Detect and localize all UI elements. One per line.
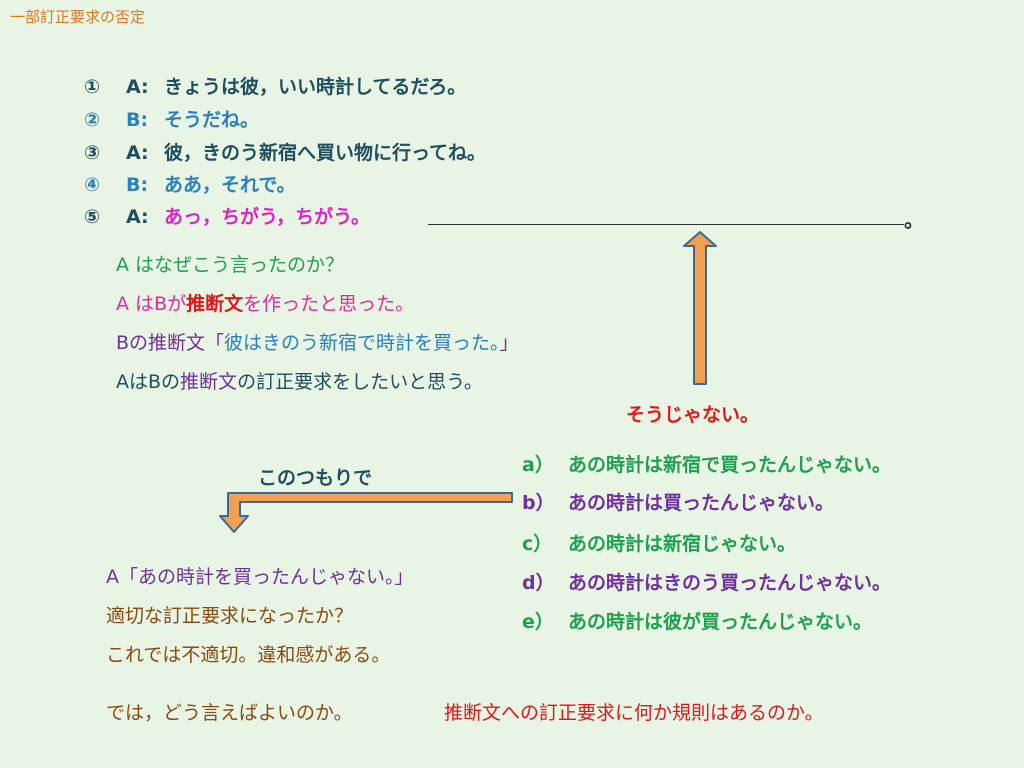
option-label: d） (522, 572, 555, 594)
line-number: ⑤ (84, 206, 101, 228)
quoted-sentence: 彼はきのう新宿で時計を買った。 (224, 332, 500, 354)
line-text: ああ，それで。 (164, 174, 296, 196)
explanation-line-4: AはBの推断文の訂正要求をしたいと思う。 (116, 367, 483, 394)
explanation-text: A はなぜこう言ったのか？ (116, 254, 345, 276)
speaker-label: A: (126, 206, 149, 228)
line-number: ② (84, 109, 101, 131)
option-text: あの時計はきのう買ったんじゃない。 (568, 572, 892, 594)
line-text: そうだね。 (164, 109, 260, 131)
explanation-line-1: A はなぜこう言ったのか？ (116, 250, 344, 277)
dialogue-line-2: ② B: そうだね。 (84, 105, 259, 132)
bottom-question-left: では，どう言えばよいのか。 (106, 702, 353, 724)
explanation-text: を作ったと思った。 (243, 293, 415, 315)
speaker-label: B: (126, 109, 149, 131)
option-label: a） (522, 454, 554, 476)
option-text: あの時計は新宿で買ったんじゃない。 (568, 454, 892, 476)
line-number: ③ (84, 142, 101, 164)
blank-period: 。 (904, 208, 924, 232)
answer-line-1: A「あの時計を買ったんじゃない。」 (106, 566, 414, 588)
explanation-text: Bの推断文「 (116, 332, 225, 354)
option-label: e） (522, 611, 554, 633)
slide-title: 一部訂正要求の否定 (10, 8, 146, 26)
option-label: c） (522, 533, 553, 555)
explanation-line-2: A はBが推断文を作ったと思った。 (116, 289, 414, 316)
option-label: b） (522, 492, 555, 514)
sou-ja-nai-label: そうじゃない。 (626, 404, 760, 426)
bottom-question-right: 推断文への訂正要求に何か規則はあるのか。 (444, 702, 824, 724)
line-text: あっ，ちがう，ちがう。 (164, 206, 370, 228)
option-a: a） あの時計は新宿で買ったんじゃない。 (522, 450, 891, 477)
explanation-line-3: Bの推断文「彼はきのう新宿で時計を買った。」 (116, 328, 519, 355)
option-e: e） あの時計は彼が買ったんじゃない。 (522, 607, 872, 634)
option-text: あの時計は彼が買ったんじゃない。 (568, 611, 873, 633)
explanation-text: AはBの (116, 371, 181, 393)
explanation-text: の訂正要求をしたいと思う。 (237, 371, 483, 393)
dialogue-line-4: ④ B: ああ，それで。 (84, 170, 296, 197)
dialogue-line-1: ① A: きょうは彼，いい時計してるだろ。 (84, 72, 466, 99)
explanation-text: A はBが (116, 293, 187, 315)
kono-tsumori-label: このつもりで (258, 467, 373, 489)
explanation-text: 」 (499, 332, 519, 354)
bent-arrow (219, 492, 513, 533)
dialogue-line-5: ⑤ A: あっ，ちがう，ちがう。 (84, 202, 370, 229)
suidanbun-emphasis: 推断文 (186, 293, 244, 315)
option-c: c） あの時計は新宿じゃない。 (522, 529, 796, 556)
line-number: ④ (84, 174, 101, 196)
up-arrow (683, 231, 717, 385)
option-text: あの時計は新宿じゃない。 (568, 533, 797, 555)
line-number: ① (84, 76, 101, 98)
answer-line-3: これでは不適切。違和感がある。 (106, 644, 391, 666)
speaker-label: A: (126, 76, 149, 98)
dialogue-line-3: ③ A: 彼，きのう新宿へ買い物に行ってね。 (84, 138, 486, 165)
option-b: b） あの時計は買ったんじゃない。 (522, 488, 834, 515)
speaker-label: A: (126, 142, 149, 164)
answer-line-2: 適切な訂正要求になったか？ (106, 605, 354, 627)
speaker-label: B: (126, 174, 149, 196)
line-text: きょうは彼，いい時計してるだろ。 (164, 76, 467, 98)
answer-blank-line (428, 224, 904, 225)
suidanbun-emphasis: 推断文 (180, 371, 238, 393)
option-text: あの時計は買ったんじゃない。 (568, 492, 835, 514)
option-d: d） あの時計はきのう買ったんじゃない。 (522, 568, 891, 595)
line-text: 彼，きのう新宿へ買い物に行ってね。 (164, 142, 487, 164)
